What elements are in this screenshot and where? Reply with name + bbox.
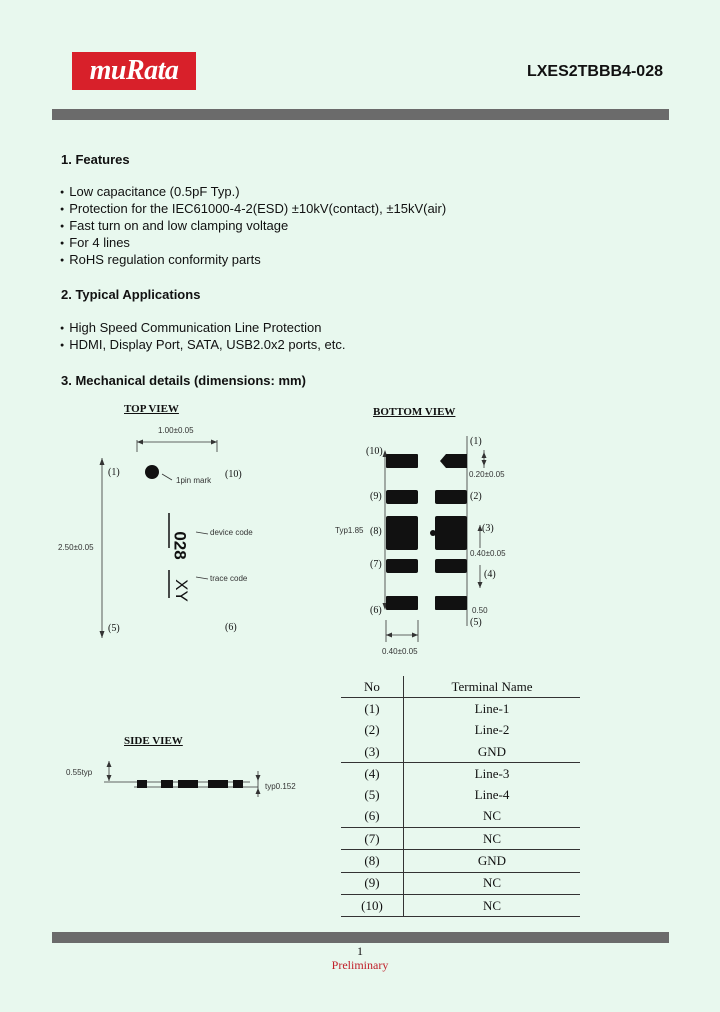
mechanical-heading: 3. Mechanical details (dimensions: mm)	[61, 373, 306, 388]
terminal-no: (2)	[341, 719, 404, 741]
terminal-no: (3)	[341, 740, 404, 764]
table-row: (5) Line-4	[341, 784, 580, 806]
part-number: LXES2TBBB4-028	[526, 63, 663, 80]
trace-code-value: XY	[171, 579, 191, 602]
top-view-title: TOP VIEW	[124, 403, 179, 415]
table-row: (3)GND	[341, 740, 580, 764]
table-header-row: No Terminal Name	[341, 676, 580, 699]
terminal-no: (4)	[341, 762, 404, 785]
table-row: (6)NC	[341, 805, 580, 829]
bottom-pin-label: (8)	[370, 526, 382, 537]
list-item: High Speed Communication Line Protection	[60, 320, 345, 337]
list-item: Fast turn on and low clamping voltage	[60, 218, 446, 235]
table-row: (8)GND	[341, 849, 580, 873]
applications-list: High Speed Communication Line Protection…	[60, 320, 345, 354]
list-item: Low capacitance (0.5pF Typ.)	[60, 184, 446, 201]
terminal-name: Line-2	[474, 722, 510, 738]
bottom-pin-label: (1)	[470, 436, 482, 447]
terminal-name: NC	[403, 872, 580, 895]
terminal-no: (8)	[341, 849, 404, 873]
bottom-pin-label: (10)	[366, 446, 383, 457]
table-row: (1) Line-1	[341, 697, 580, 720]
top-height-dim: 2.50±0.05	[58, 543, 94, 552]
table-row: (2) Line-2	[341, 719, 580, 741]
trace-code-label: trace code	[210, 574, 248, 583]
terminal-name: NC	[403, 827, 580, 851]
bottom-pin-label: (7)	[370, 559, 382, 570]
device-code-label: device code	[210, 528, 253, 537]
bottom-pin-label: (5)	[470, 617, 482, 628]
top-pin-label: (6)	[225, 622, 237, 633]
top-view-drawing	[99, 439, 218, 638]
bottom-pin-label: (9)	[370, 491, 382, 502]
murata-logo: muRata	[72, 52, 196, 90]
dim-typ: Typ1.85	[335, 526, 364, 535]
list-item: RoHS regulation conformity parts	[60, 252, 446, 269]
terminal-no: (6)	[341, 805, 404, 829]
terminal-name: Line-4	[474, 787, 510, 803]
bottom-pin-label: (2)	[470, 491, 482, 502]
table-row: (9)NC	[341, 872, 580, 895]
features-heading: 1. Features	[61, 152, 130, 167]
terminal-name: Line-1	[474, 700, 510, 716]
bottom-view-drawing	[382, 436, 487, 642]
table-row: (10)NC	[341, 894, 580, 918]
terminal-name: NC	[403, 805, 580, 829]
top-pin-label: (10)	[225, 469, 242, 480]
dim-pad-width: 0.40±0.05	[470, 549, 506, 558]
terminal-name: Line-3	[474, 765, 510, 781]
features-list: Low capacitance (0.5pF Typ.) Protection …	[60, 184, 446, 269]
bottom-pin-label: (6)	[370, 605, 382, 616]
terminal-name: GND	[403, 849, 580, 873]
table-row: (4) Line-3	[341, 762, 580, 785]
terminal-no: (9)	[341, 872, 404, 895]
terminal-name: NC	[403, 894, 580, 918]
dim-pitch: 0.50	[472, 606, 488, 615]
bottom-view-title: BOTTOM VIEW	[373, 406, 456, 418]
terminal-no: (10)	[341, 894, 404, 918]
dim-pad-gap: 0.20±0.05	[469, 470, 505, 479]
top-width-dim: 1.00±0.05	[158, 426, 194, 435]
terminal-no: (1)	[341, 697, 404, 720]
terminal-name: GND	[403, 740, 580, 764]
terminal-no: (5)	[341, 784, 404, 806]
preliminary-label: Preliminary	[331, 958, 389, 972]
list-item: Protection for the IEC61000-4-2(ESD) ±10…	[60, 201, 446, 218]
side-thickness-label: typ0.152	[265, 782, 296, 791]
top-pin-label: (1)	[108, 467, 120, 478]
bottom-pin-label: (3)	[482, 523, 494, 534]
side-height-label: 0.55typ	[66, 768, 93, 777]
table-row: (7)NC	[341, 827, 580, 851]
terminal-no: (7)	[341, 827, 404, 851]
dim-bottom: 0.40±0.05	[382, 647, 418, 656]
list-item: HDMI, Display Port, SATA, USB2.0x2 ports…	[60, 337, 345, 354]
column-header: No	[341, 676, 404, 699]
applications-heading: 2. Typical Applications	[61, 287, 201, 302]
side-view-drawing	[104, 761, 261, 797]
side-view-title: SIDE VIEW	[124, 735, 183, 747]
pin-mark-label: 1pin mark	[176, 476, 212, 485]
column-header: Terminal Name	[403, 676, 580, 699]
device-code-value: 028	[170, 531, 190, 560]
top-pin-label: (5)	[108, 623, 120, 634]
page-number: 1	[357, 944, 363, 958]
list-item: For 4 lines	[60, 235, 446, 252]
footer-divider	[52, 932, 669, 943]
terminal-table: No Terminal Name (1) Line-1 (2) Line-2 (3)…	[341, 676, 580, 918]
header-divider	[52, 109, 669, 120]
bottom-pin-label: (4)	[484, 569, 496, 580]
